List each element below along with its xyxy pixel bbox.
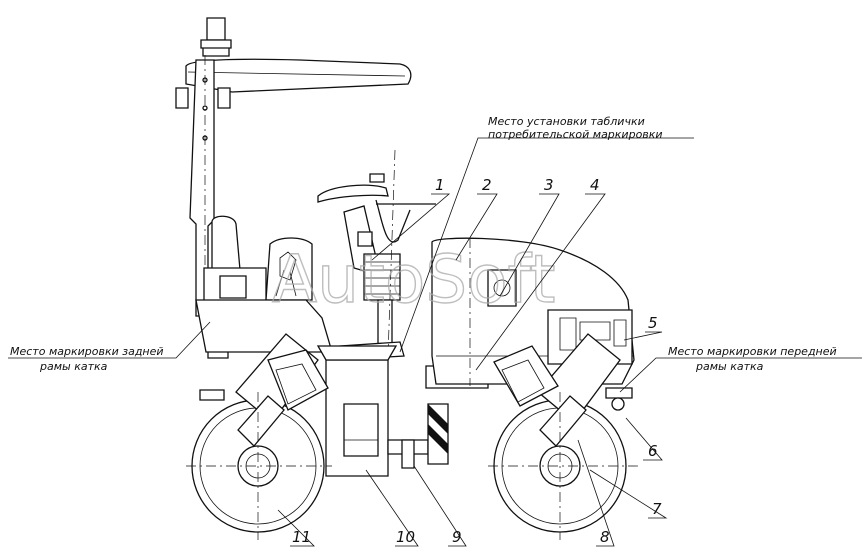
callout-front-line2: рамы катка (695, 360, 764, 373)
part-number-4: 4 (590, 176, 600, 194)
part-number-8: 8 (600, 528, 610, 546)
part-number-10: 10 (396, 528, 415, 546)
part-number-5: 5 (648, 314, 658, 332)
part-number-2: 2 (482, 176, 492, 194)
callout-top: Место установки таблички потребительской… (399, 115, 694, 353)
part-number-6: 6 (648, 442, 658, 460)
part-leaders (277, 193, 668, 547)
callout-top-line2: потребительской маркировки (488, 128, 663, 141)
operator-seat (203, 215, 313, 303)
part-number-1: 1 (435, 176, 445, 194)
callout-rear-line1: Место маркировки задней (10, 345, 164, 358)
part-number-11: 11 (292, 528, 311, 546)
rear-drum (186, 333, 332, 540)
callout-rear-line2: рамы катка (39, 360, 108, 373)
watermark: AutoSoft (272, 241, 555, 318)
part-number-7: 7 (652, 500, 662, 518)
callout-front: Место маркировки передней рамы катка (619, 345, 862, 393)
callout-front-line1: Место маркировки передней (668, 345, 837, 358)
callout-top-line1: Место установки таблички (488, 115, 645, 128)
part-number-9: 9 (452, 528, 462, 546)
part-number-3: 3 (544, 176, 554, 194)
part-numbers: 1 2 3 4 5 6 7 8 9 10 11 (292, 176, 662, 546)
front-drum (488, 333, 640, 540)
callout-rear: Место маркировки задней рамы катка (8, 321, 211, 373)
